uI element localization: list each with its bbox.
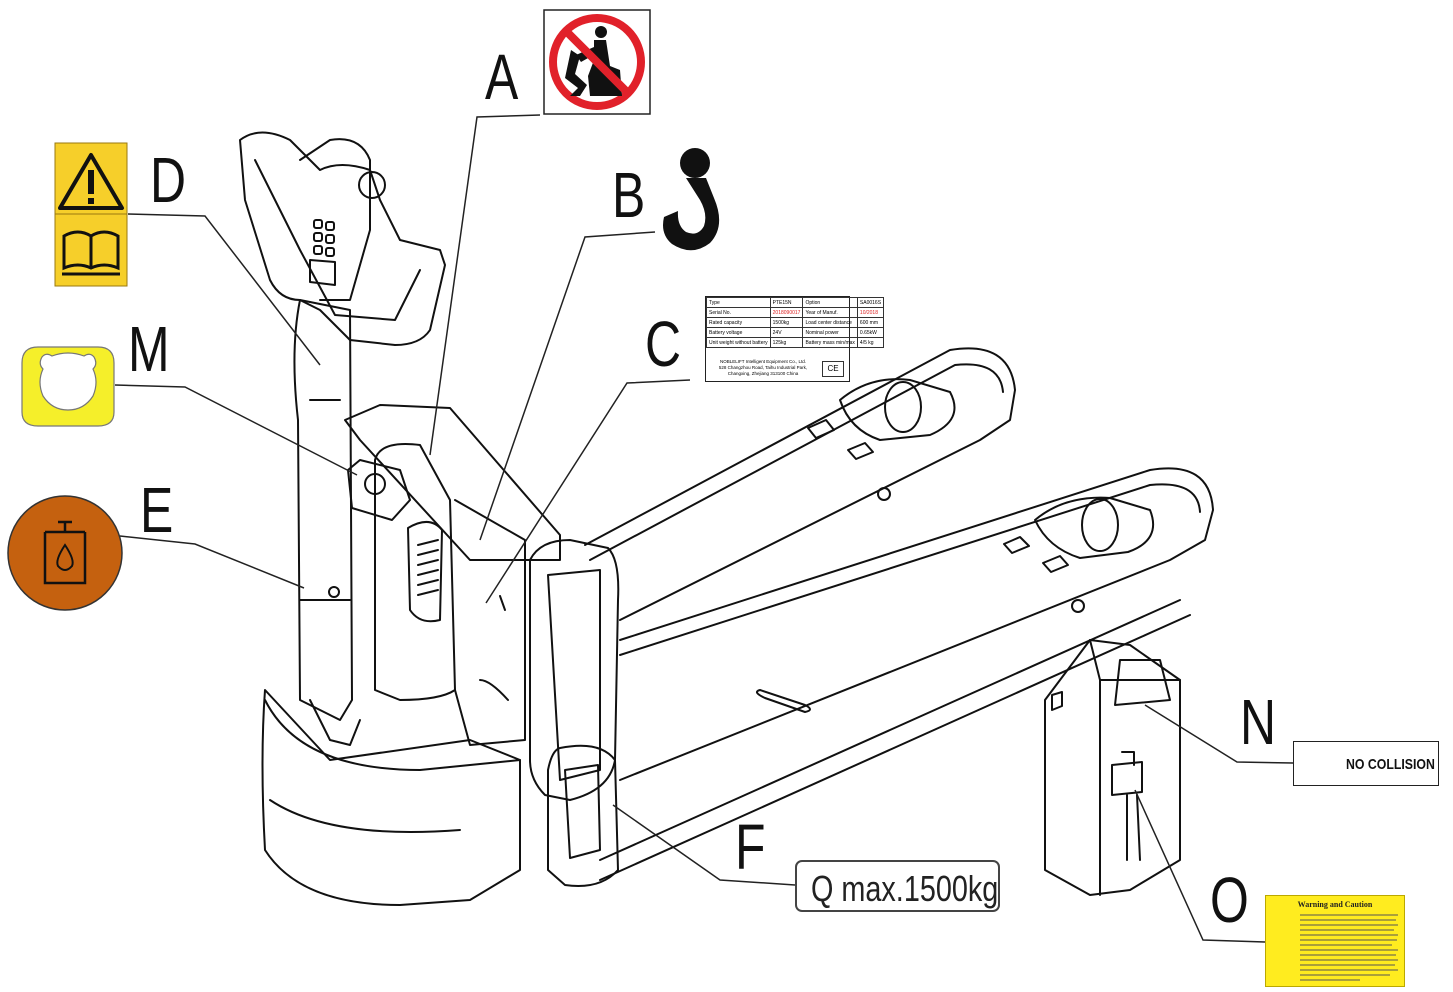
nameplate-cell: 600 mm <box>856 317 885 328</box>
vent-slots <box>417 539 439 596</box>
warning-read-manual-icon <box>54 142 128 287</box>
nameplate-cell: Option <box>802 297 858 308</box>
no-riding-icon <box>543 9 651 115</box>
nameplate-cell: Battery voltage <box>706 327 771 338</box>
nameplate-cell: Nominal power <box>802 327 858 338</box>
truck-line-drawing <box>239 131 1214 906</box>
keypad <box>309 219 336 286</box>
callout-c: C <box>645 308 682 380</box>
hydraulic-oil-icon <box>7 495 123 611</box>
nameplate-cell: Unit weight without battery <box>706 337 771 348</box>
callout-a: A <box>485 41 519 113</box>
battery-caution-sticker: Warning and Caution <box>1265 895 1405 987</box>
no-collision-label-box: NO COLLISION <box>1293 741 1439 786</box>
nameplate-cell: 1500kg <box>769 317 804 328</box>
nameplate-cell: Load center distance <box>802 317 858 328</box>
callout-d: D <box>150 144 187 216</box>
callout-n: N <box>1240 686 1277 758</box>
callout-b: B <box>612 159 646 231</box>
callout-o: O <box>1210 864 1249 936</box>
capacity-label-box: Q max.1500kg <box>795 860 1000 912</box>
callout-e: E <box>140 474 174 546</box>
lifting-hook-icon <box>663 148 720 251</box>
nameplate-cell: Serial No. <box>706 307 771 318</box>
lifting-point-mark-icon <box>21 346 115 427</box>
nameplate-cell: 10/2018 <box>856 307 885 318</box>
caution-fine-print <box>1300 914 1398 981</box>
nameplate-cell: PTE15N <box>769 297 804 308</box>
callout-f: F <box>735 811 766 883</box>
nameplate-cell: 125kg <box>769 337 804 348</box>
no-collision-label: NO COLLISION <box>1346 756 1435 773</box>
capacity-label: Q max.1500kg <box>811 868 999 909</box>
nameplate-cell: SA0016S <box>856 297 885 308</box>
nameplate-table: Type PTE15N Option SA0016S Serial No. 20… <box>706 297 885 348</box>
nameplate-cell: 24V <box>769 327 804 338</box>
nameplate-maker: NOBLELIFT Intelligent Equipment Co., Ltd… <box>720 359 806 364</box>
leader-lines <box>114 114 1294 943</box>
battery-caution-title: Warning and Caution <box>1297 900 1373 909</box>
nameplate-cell: Rated capacity <box>706 317 771 328</box>
ce-mark: CE <box>822 361 844 377</box>
nameplate-cell: 0.65kW <box>856 327 885 338</box>
nameplate-cell: 4/5 kg <box>856 337 885 348</box>
nameplate-address: 528 Changzhou Road, Taihu Industrial Par… <box>718 364 808 376</box>
nameplate: Type PTE15N Option SA0016S Serial No. 20… <box>705 296 885 382</box>
nameplate-cell: Year of Manuf. <box>802 307 858 318</box>
nameplate-cell: Type <box>706 297 771 308</box>
callout-m: M <box>128 313 170 385</box>
nameplate-cell: 2018090017 <box>769 307 804 318</box>
nameplate-cell: Battery mass min/max <box>802 337 858 348</box>
